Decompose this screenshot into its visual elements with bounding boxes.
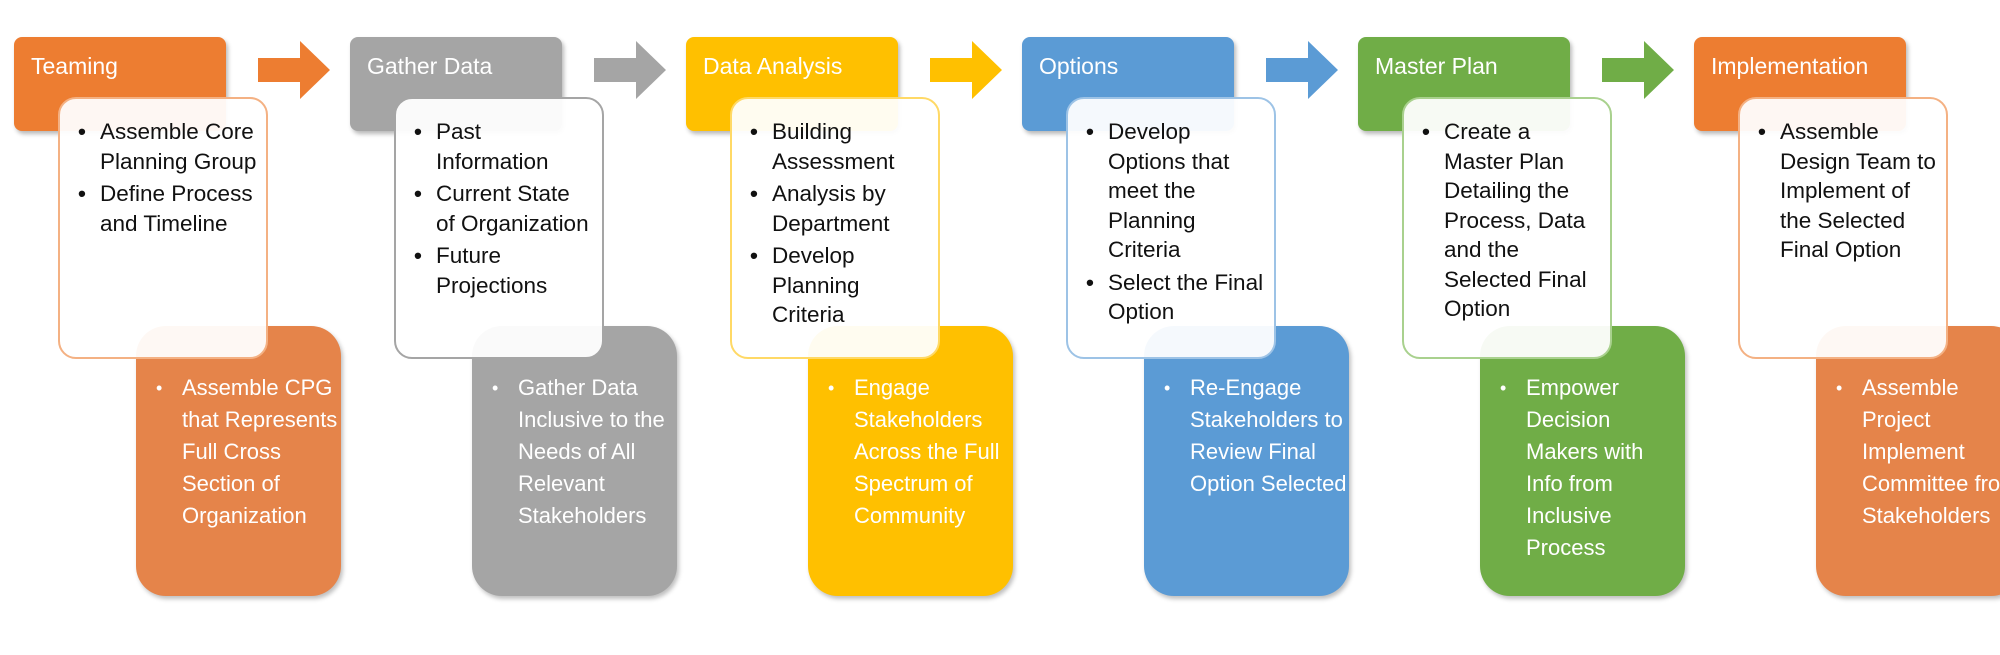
stage-header: Master Plan: [1358, 37, 1570, 131]
arrow-right-icon: [1266, 41, 1338, 99]
stage-engagement-box: Engage Stakeholders Across the Full Spec…: [808, 326, 1013, 596]
stage-task-card: Assemble Design Team to Implement of the…: [1738, 97, 1948, 359]
task-item: Analysis by Department: [750, 179, 930, 238]
stage-implementation: Implementation Assemble Project Implemen…: [1694, 0, 2000, 655]
task-item: Assemble Design Team to Implement of the…: [1758, 117, 1938, 265]
task-item: Past Information: [414, 117, 594, 176]
stage-task-card: Past Information Current State of Organi…: [394, 97, 604, 359]
task-item: Assemble Core Planning Group: [78, 117, 258, 176]
engagement-item: Empower Decision Makers with Info from I…: [1498, 372, 1685, 564]
task-item: Current State of Organization: [414, 179, 594, 238]
task-item: Define Process and Timeline: [78, 179, 258, 238]
stage-options: Options Re-Engage Stakeholders to Review…: [1022, 0, 1362, 655]
stage-engagement-box: Re-Engage Stakeholders to Review Final O…: [1144, 326, 1349, 596]
stage-header: Options: [1022, 37, 1234, 131]
task-item: Building Assessment: [750, 117, 930, 176]
arrow-right-icon: [930, 41, 1002, 99]
stage-engagement-box: Assemble CPG that Represents Full Cross …: [136, 326, 341, 596]
stage-master-plan: Master Plan Empower Decision Makers with…: [1358, 0, 1698, 655]
stage-task-card: Building Assessment Analysis by Departme…: [730, 97, 940, 359]
stage-data-analysis: Data Analysis Engage Stakeholders Across…: [686, 0, 1026, 655]
engagement-item: Assemble Project Implement Committee fro…: [1834, 372, 2000, 532]
task-item: Create a Master Plan Detailing the Proce…: [1422, 117, 1602, 324]
engagement-item: Assemble CPG that Represents Full Cross …: [154, 372, 341, 532]
task-item: Develop Planning Criteria: [750, 241, 930, 330]
stage-task-card: Assemble Core Planning Group Define Proc…: [58, 97, 268, 359]
task-item: Future Projections: [414, 241, 594, 300]
engagement-item: Engage Stakeholders Across the Full Spec…: [826, 372, 1013, 532]
stage-task-card: Develop Options that meet the Planning C…: [1066, 97, 1276, 359]
engagement-item: Gather Data Inclusive to the Needs of Al…: [490, 372, 677, 532]
task-item: Select the Final Option: [1086, 268, 1266, 327]
stage-engagement-box: Gather Data Inclusive to the Needs of Al…: [472, 326, 677, 596]
stage-engagement-box: Assemble Project Implement Committee fro…: [1816, 326, 2000, 596]
task-item: Develop Options that meet the Planning C…: [1086, 117, 1266, 265]
stage-engagement-box: Empower Decision Makers with Info from I…: [1480, 326, 1685, 596]
engagement-item: Re-Engage Stakeholders to Review Final O…: [1162, 372, 1349, 500]
stage-gather-data: Gather Data Gather Data Inclusive to the…: [350, 0, 690, 655]
arrow-right-icon: [594, 41, 666, 99]
arrow-right-icon: [258, 41, 330, 99]
stage-teaming: Teaming Assemble CPG that Represents Ful…: [14, 0, 354, 655]
arrow-right-icon: [1602, 41, 1674, 99]
stage-task-card: Create a Master Plan Detailing the Proce…: [1402, 97, 1612, 359]
